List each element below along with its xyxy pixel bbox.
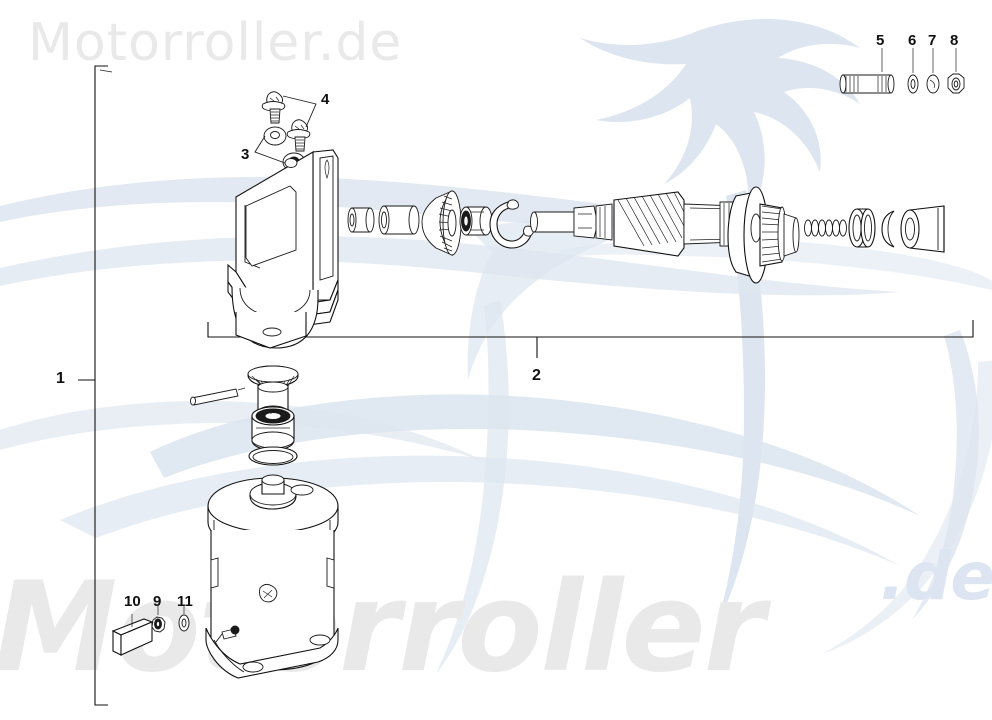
- part-11-washer: [178, 606, 190, 632]
- o-ring: [248, 446, 298, 466]
- shaft-pin: [190, 387, 246, 406]
- callout-label-6: 6: [908, 32, 917, 49]
- return-spring: [804, 219, 847, 237]
- callout-label-2: 2: [532, 367, 541, 384]
- bevel-gear-upper: [421, 190, 462, 257]
- callout-label-8: 8: [950, 32, 959, 49]
- part-8-hex-nut: [947, 48, 965, 94]
- part-5-stud-bolt: [839, 48, 895, 94]
- bracket-group-2: [207, 320, 974, 358]
- part-6-plain-washer: [907, 48, 919, 94]
- part-10-terminal-bar: [111, 614, 154, 656]
- callout-label-4: 4: [321, 91, 330, 108]
- callout-label-3: 3: [241, 146, 250, 163]
- callout-label-10: 10: [124, 593, 141, 610]
- bracket-group-1: [78, 65, 113, 706]
- sleeve-bush: [378, 205, 420, 235]
- gearbox-housing: [227, 149, 339, 349]
- needle-bearing: [459, 206, 493, 236]
- part-9-nut: [151, 606, 166, 633]
- part-7-spring-washer: [926, 48, 940, 94]
- watermark-top-text: Motorroller.de: [28, 13, 403, 73]
- snap-ring-circlip: [489, 199, 534, 249]
- callout-label-9: 9: [153, 593, 162, 610]
- watermark-bottom-suffix: .de: [880, 538, 992, 615]
- callout-label-1: 1: [56, 370, 65, 387]
- bushing-ring: [848, 208, 876, 248]
- ball-bearing: [251, 406, 295, 451]
- starter-motor-body: [205, 474, 339, 679]
- callout-label-5: 5: [876, 32, 885, 49]
- drive-gear-flange: [727, 186, 800, 284]
- end-cap-sleeve: [900, 205, 945, 253]
- c-clip: [881, 210, 895, 248]
- part-4-flange-bolts: [261, 91, 317, 152]
- callout-label-11: 11: [177, 593, 193, 610]
- bushing-small: [347, 207, 375, 233]
- callout-label-7: 7: [928, 32, 937, 49]
- armature-shaft: [530, 191, 739, 257]
